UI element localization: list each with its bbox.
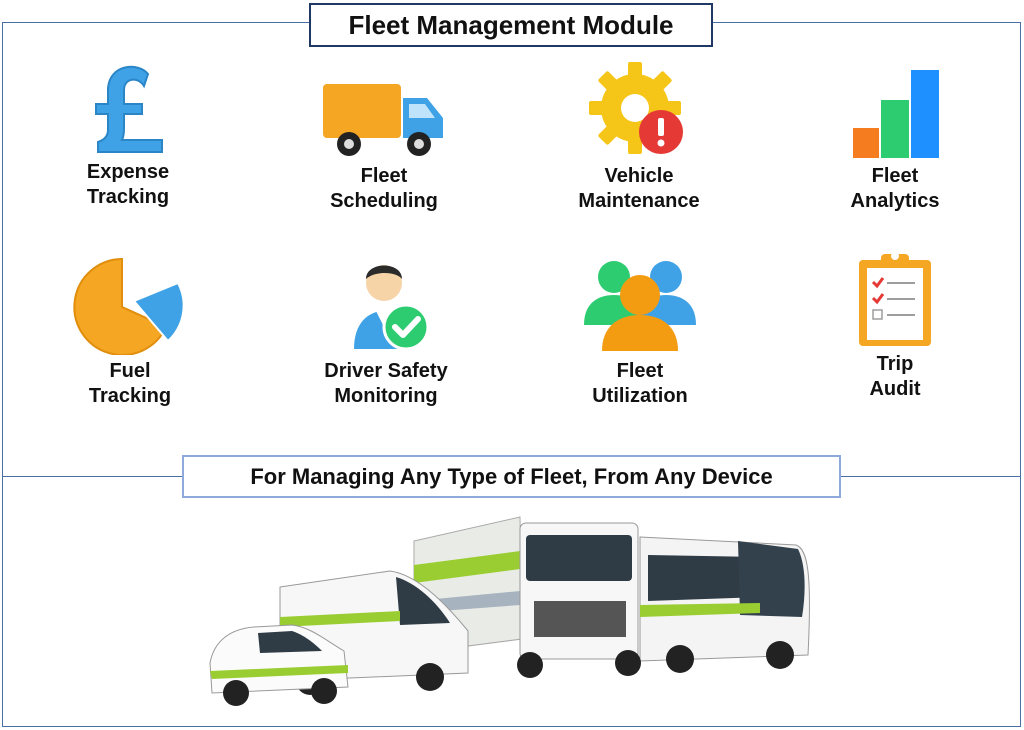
pie-chart-icon (73, 257, 185, 355)
subtitle-banner: For Managing Any Type of Fleet, From Any… (182, 455, 841, 498)
user-group-icon (584, 261, 696, 351)
bar-chart-icon (853, 70, 939, 158)
car-image (209, 624, 349, 706)
delivery-truck-icon (323, 84, 443, 156)
vehicle-fleet-illustration (209, 516, 810, 706)
page-title: Fleet Management Module (309, 3, 713, 47)
gear-warning-icon (589, 62, 683, 154)
driver-check-icon (354, 265, 430, 351)
pound-sign-icon (95, 65, 163, 153)
clipboard-checklist-icon (859, 252, 931, 346)
bus-image (639, 536, 810, 673)
